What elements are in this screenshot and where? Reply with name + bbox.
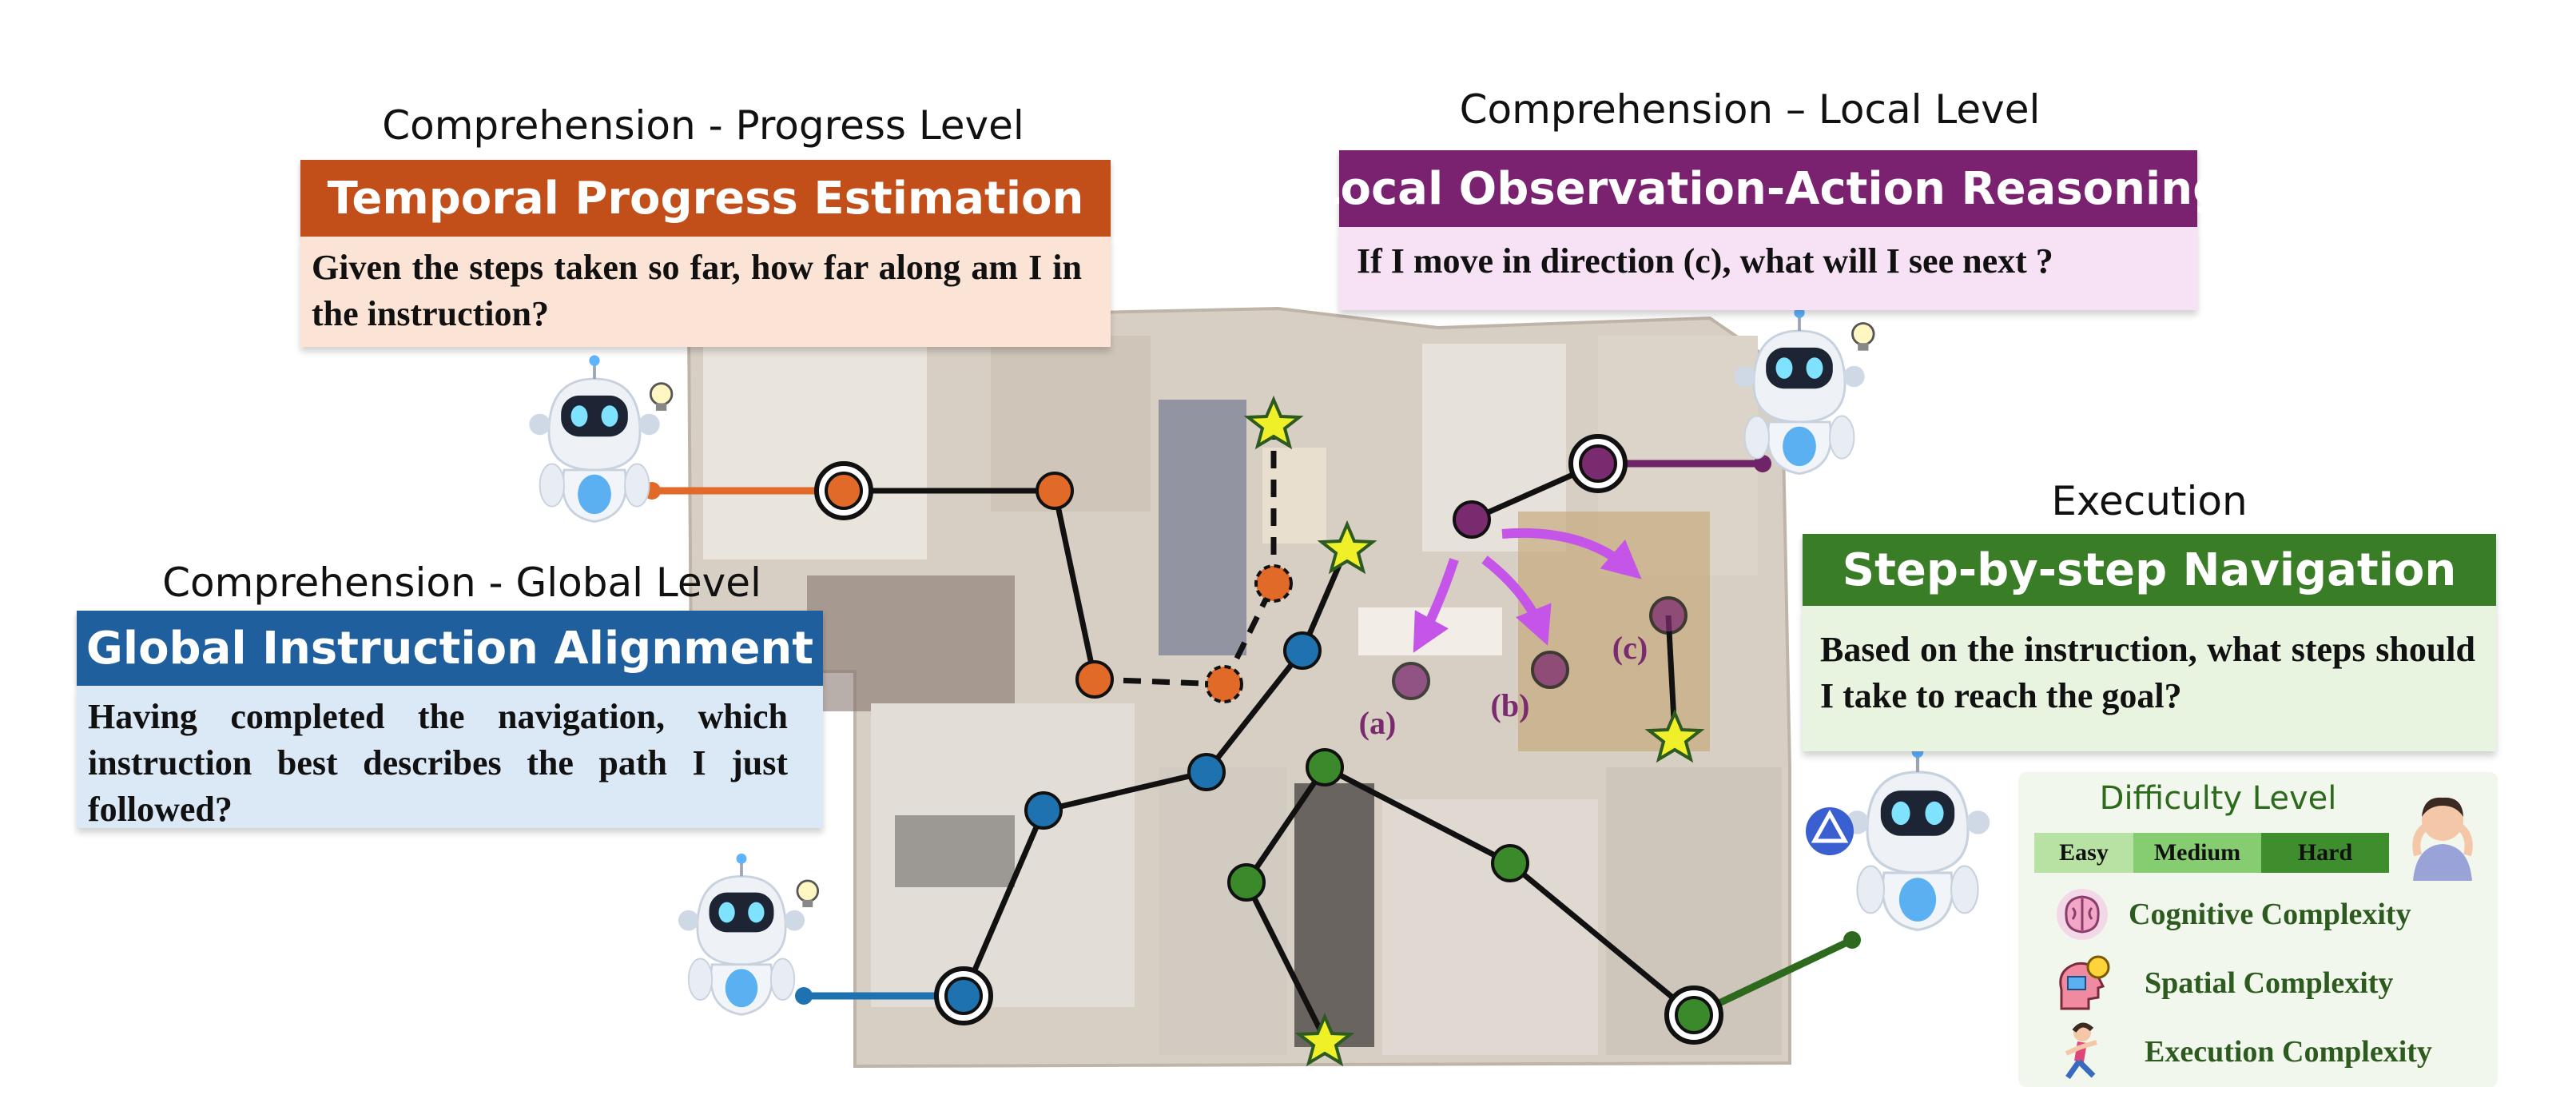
difficulty-level-hard: Hard (2261, 833, 2389, 873)
complexity-row-spatial: Spatial Complexity (2050, 953, 2393, 1013)
question-local: If I move in direction (c), what will I … (1339, 227, 2197, 310)
direction-label-b: (b) (1491, 687, 1530, 723)
goal-star-icon (1294, 1012, 1355, 1067)
header-global: Global Instruction Alignment (77, 611, 823, 686)
direction-arrow-b (1481, 555, 1552, 646)
robot-icon (1846, 746, 1990, 930)
section-title-local: Comprehension – Local Level (1459, 86, 2041, 133)
header-local: Local Observation-Action Reasoning (1312, 150, 2224, 227)
header-progress: Temporal Progress Estimation (300, 160, 1111, 237)
direction-label-a: (a) (1359, 705, 1397, 741)
question-progress: Given the steps taken so far, how far al… (300, 237, 1111, 347)
difficulty-level-medium: Medium (2133, 833, 2261, 873)
green-path (1227, 748, 1861, 1067)
head-lightbulb-icon (2059, 955, 2110, 1010)
goal-star-icon (1644, 708, 1705, 763)
difficulty-level-easy: Easy (2034, 833, 2133, 873)
complexity-label-execution: Execution Complexity (2145, 1035, 2432, 1069)
orange-path (643, 395, 1304, 703)
runner-icon (2065, 1022, 2097, 1080)
question-global: Having completed the navigation, which i… (77, 686, 823, 829)
difficulty-title: Difficulty Level (2099, 780, 2337, 817)
difficulty-legend: Difficulty Level Easy Medium Hard Cognit… (2018, 772, 2498, 1087)
complexity-label-spatial: Spatial Complexity (2145, 966, 2394, 1000)
brain-icon (2057, 889, 2108, 940)
planning-icon (1806, 807, 1854, 855)
complexity-row-execution: Execution Complexity (2050, 1021, 2432, 1082)
complexity-row-cognitive: Cognitive Complexity (2050, 884, 2411, 945)
direction-arrow-a (1413, 558, 1459, 653)
header-execution: Step-by-step Navigation (1803, 534, 2496, 606)
blue-path (795, 520, 1377, 1025)
section-title-execution: Execution (2051, 478, 2248, 524)
complexity-label-cognitive: Cognitive Complexity (2129, 898, 2411, 931)
section-title-global: Comprehension - Global Level (162, 559, 761, 606)
section-title-progress: Comprehension - Progress Level (382, 102, 1024, 149)
thinking-person-icon (2412, 797, 2473, 881)
purple-path: (a) (b) (c) (1359, 434, 1771, 763)
direction-arrow-c (1501, 528, 1642, 579)
question-execution: Based on the instruction, what steps sho… (1803, 606, 2496, 751)
goal-star-icon (1317, 520, 1377, 575)
robot-icon (1732, 305, 1875, 476)
goal-star-icon (1243, 395, 1304, 450)
direction-label-c: (c) (1612, 630, 1648, 666)
